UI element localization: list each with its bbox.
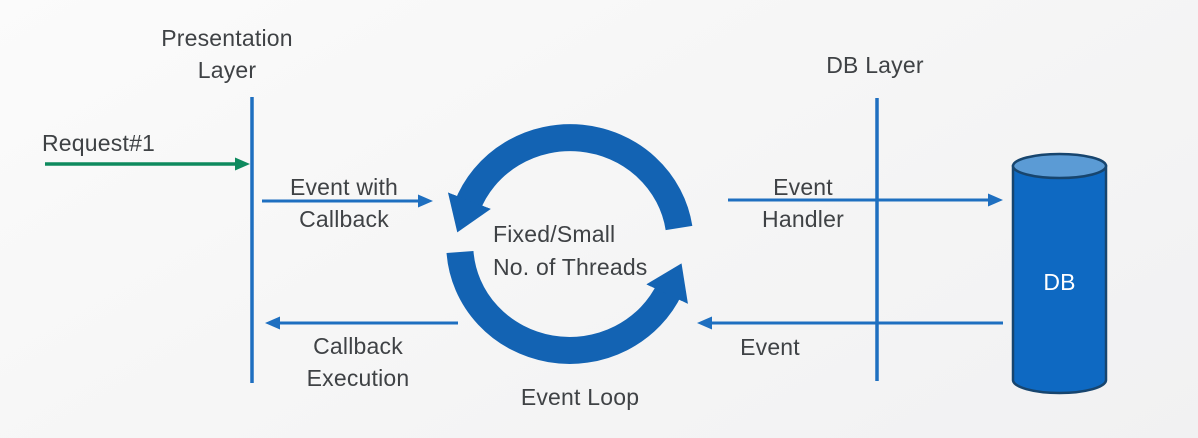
event-loop-arc-bottom bbox=[446, 250, 688, 364]
event-loop-threads-label: Fixed/Small No. of Threads bbox=[493, 221, 648, 280]
db-layer-label: DB Layer bbox=[826, 52, 924, 78]
event-loop-caption: Event Loop bbox=[520, 384, 640, 410]
event-label: Event bbox=[740, 334, 800, 360]
callback-execution-label: Callback Execution bbox=[306, 333, 410, 391]
event-loop-arc-top bbox=[447, 124, 693, 233]
request-label: Request#1 bbox=[42, 130, 156, 156]
event-with-callback-label: Event with Callback bbox=[289, 174, 399, 232]
presentation-layer-label: Presentation Layer bbox=[161, 25, 293, 83]
db-cylinder-body bbox=[1011, 164, 1108, 395]
db-cylinder-top bbox=[1011, 152, 1108, 180]
event-handler-label: Event Handler bbox=[762, 174, 844, 232]
db-label: DB bbox=[1043, 269, 1076, 295]
